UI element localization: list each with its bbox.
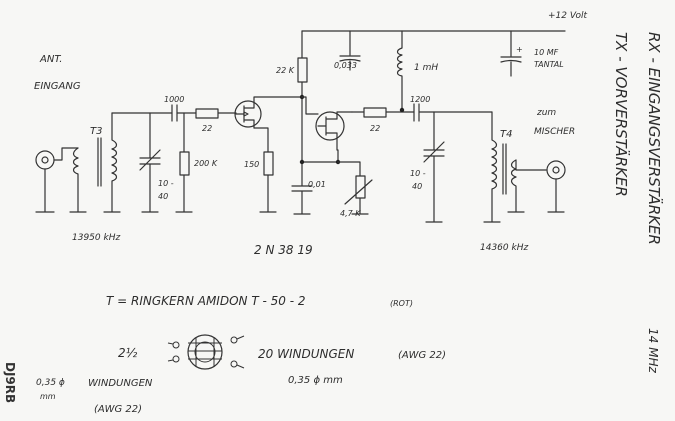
left-unit: mm: [40, 392, 56, 401]
r22a-label: 22: [202, 124, 212, 133]
cap-001-label: 0,01: [308, 180, 326, 189]
trim-a-2: 40: [158, 192, 168, 201]
band-label: 14 MHz: [646, 328, 660, 373]
left-turns: 2½: [118, 346, 138, 360]
ant-label-2: EINGANG: [34, 81, 81, 92]
freq-out-label: 14360 kHz: [480, 243, 528, 253]
r150-label: 150: [244, 160, 259, 169]
toroid-core: [187, 334, 223, 370]
mixer-connector: [546, 160, 566, 180]
r22b-label: 22: [370, 124, 380, 133]
right-awg: (AWG 22): [398, 350, 446, 361]
toroid-color: (ROT): [390, 299, 413, 308]
t4-label: T4: [500, 129, 512, 140]
right-windings: 20 WINDUNGEN: [258, 347, 354, 361]
supply-label: +12 Volt: [548, 11, 587, 21]
toroid-title: T = RINGKERN AMIDON T - 50 - 2: [106, 294, 305, 308]
title-tx: TX - VORVERSTÄRKER: [612, 32, 631, 197]
mixer-label-2: MISCHER: [534, 127, 575, 137]
antenna-connector: [35, 150, 55, 170]
trim-b-2: 40: [412, 182, 422, 191]
left-wire: 0,35 ϕ: [36, 378, 65, 388]
cap-10mf-label: 10 MF: [534, 48, 559, 57]
cap-1200-label: 1200: [410, 95, 430, 104]
freq-in-label: 13950 kHz: [72, 233, 120, 243]
fet-2: [315, 111, 345, 141]
mixer-label-1: zum: [536, 108, 556, 118]
author-callsign: DJ9RB: [3, 362, 17, 403]
trim-b-1: 10 -: [410, 169, 426, 178]
cap-1000-label: 1000: [164, 95, 184, 104]
svg-text:+: +: [516, 45, 523, 54]
r22k-label: 22 K: [276, 66, 295, 75]
title-rx: RX - EINGANGSVERSTÄRKER: [645, 32, 664, 245]
left-windings: WINDUNGEN: [88, 378, 153, 389]
r47k-label: 4,7 K: [340, 209, 361, 218]
ant-label-1: ANT.: [39, 54, 62, 65]
left-awg: (AWG 22): [94, 404, 142, 415]
transistor-label: 2 N 38 19: [254, 243, 313, 257]
choke-label: 1 mH: [414, 63, 438, 73]
r200k-label: 200 K: [194, 159, 218, 168]
tantal-label: TANTAL: [534, 60, 564, 69]
trim-a-1: 10 -: [158, 179, 174, 188]
t3-label: T3: [90, 126, 102, 137]
right-wire: 0,35 ϕ mm: [288, 375, 343, 386]
cap-0033-label: 0,033: [334, 61, 357, 70]
fet-1: [234, 100, 262, 128]
